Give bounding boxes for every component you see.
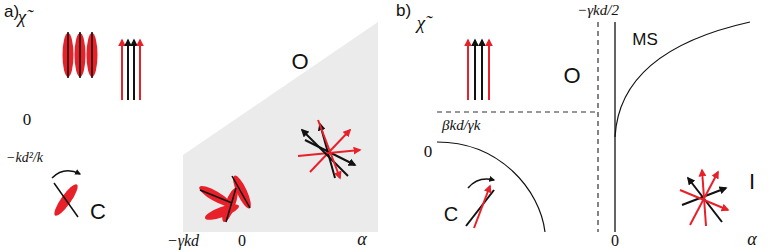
isotropic-region <box>183 22 378 232</box>
phase-boundary <box>437 142 545 232</box>
dashed-guide <box>437 111 598 112</box>
region-fill <box>615 22 777 232</box>
region-label: C <box>90 200 106 224</box>
tick-label: −γkd/2 <box>577 2 619 19</box>
dashed-guide <box>597 22 598 232</box>
region-shape <box>615 22 777 232</box>
region-shape <box>46 155 183 232</box>
axis-label: χ̃ <box>417 13 425 34</box>
tick-label: 0 <box>424 143 433 162</box>
phase-region: I <box>615 22 777 232</box>
axis-label: χ̃ <box>18 7 26 28</box>
rotating-rod <box>466 179 494 228</box>
region-fill <box>437 22 615 232</box>
region-fill <box>615 22 750 137</box>
region-label: MS <box>632 31 658 50</box>
region-fill <box>437 142 545 232</box>
tick-label: 0 <box>611 232 619 250</box>
tick-label: βkd/γk <box>442 117 480 134</box>
region-label: I <box>749 170 755 194</box>
region-shape <box>46 5 378 155</box>
axis-label: α <box>747 230 756 250</box>
phase-boundary <box>615 22 750 137</box>
random-arrows <box>298 120 360 178</box>
tick-label: 0 <box>238 232 246 250</box>
random-arrows <box>680 170 728 226</box>
tick-label: −γkd <box>167 232 199 250</box>
panel-label: a) <box>4 3 19 22</box>
aligned-arrows <box>122 40 140 100</box>
random-ellipses <box>197 174 254 224</box>
region-fill <box>46 5 378 155</box>
axis-label: α <box>357 230 366 250</box>
aligned-arrows <box>468 40 489 100</box>
tick-label: 0 <box>23 111 32 130</box>
region-label: O <box>563 64 580 88</box>
phase-region: C <box>437 142 545 232</box>
aligned-ellipses <box>63 32 98 78</box>
phase-region: MS <box>615 22 750 137</box>
rotating-ellipse <box>51 171 81 219</box>
region-label: O <box>291 50 308 74</box>
region-fill <box>46 155 183 232</box>
phase-region: C <box>46 155 183 232</box>
phase-region: O <box>46 5 378 155</box>
region-label: C <box>444 203 458 225</box>
tick-label: −kd²/k <box>6 150 43 165</box>
panel-label: b) <box>396 2 411 21</box>
